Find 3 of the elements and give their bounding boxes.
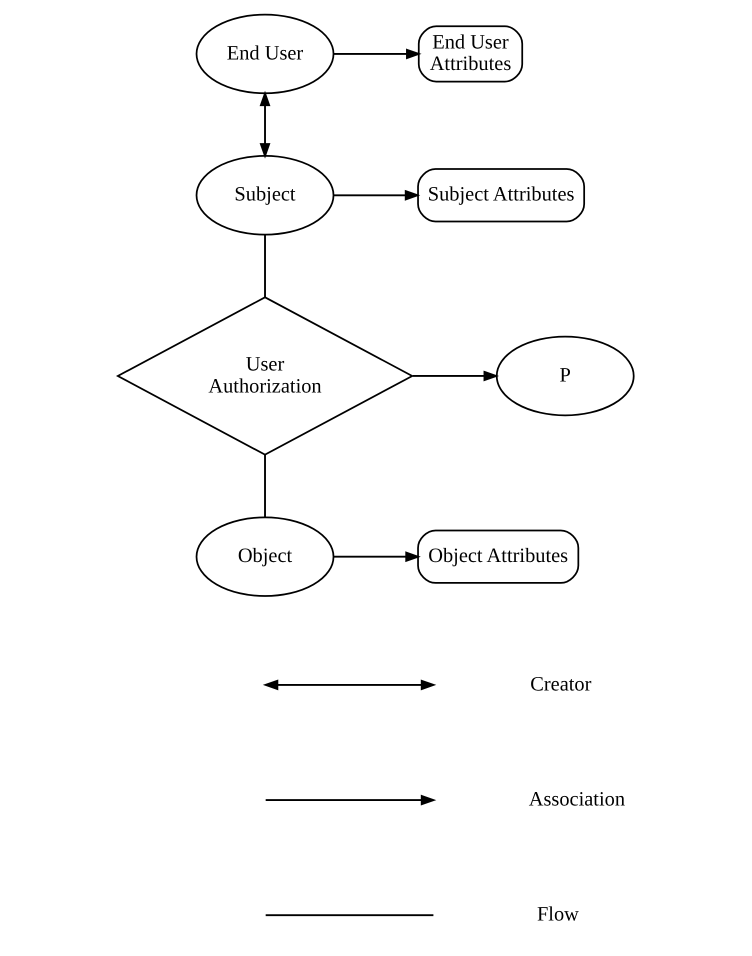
legend-label: Creator bbox=[530, 673, 591, 696]
legend-label: Flow bbox=[536, 904, 578, 926]
legend-label: Association bbox=[528, 788, 625, 810]
